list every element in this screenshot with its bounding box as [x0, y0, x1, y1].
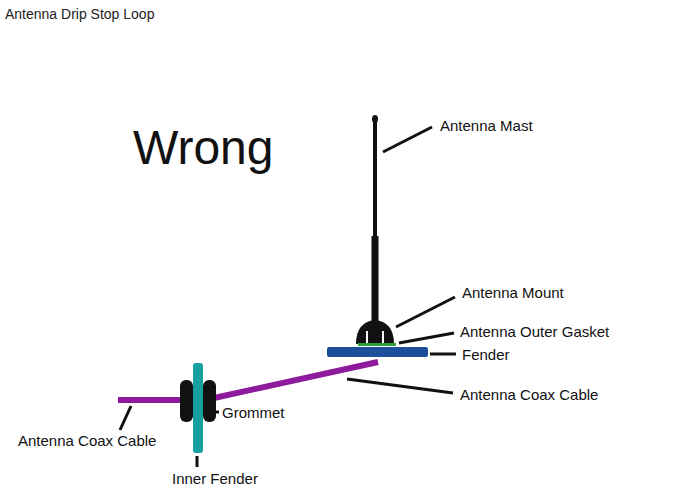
- part-label: Antenna Coax Cable: [18, 432, 156, 449]
- outer-gasket: [358, 343, 396, 346]
- grommet: [203, 380, 216, 422]
- heading-text: Wrong: [133, 120, 274, 176]
- antenna-mast: [372, 236, 379, 326]
- part-label: Inner Fender: [172, 470, 258, 487]
- antenna-mount: [356, 320, 394, 344]
- part-label: Grommet: [222, 404, 285, 421]
- inner-fender: [193, 363, 203, 453]
- leader-lines: [120, 127, 456, 467]
- grommet: [180, 380, 193, 422]
- part-label: Antenna Outer Gasket: [460, 323, 609, 340]
- part-label: Antenna Coax Cable: [460, 386, 598, 403]
- fender: [327, 347, 428, 357]
- page-title: Antenna Drip Stop Loop: [5, 6, 154, 22]
- coax-cable: [118, 397, 185, 403]
- part-label: Antenna Mount: [462, 284, 564, 301]
- part-label: Antenna Mast: [440, 117, 533, 134]
- part-label: Fender: [462, 346, 510, 363]
- antenna-mast: [373, 120, 377, 238]
